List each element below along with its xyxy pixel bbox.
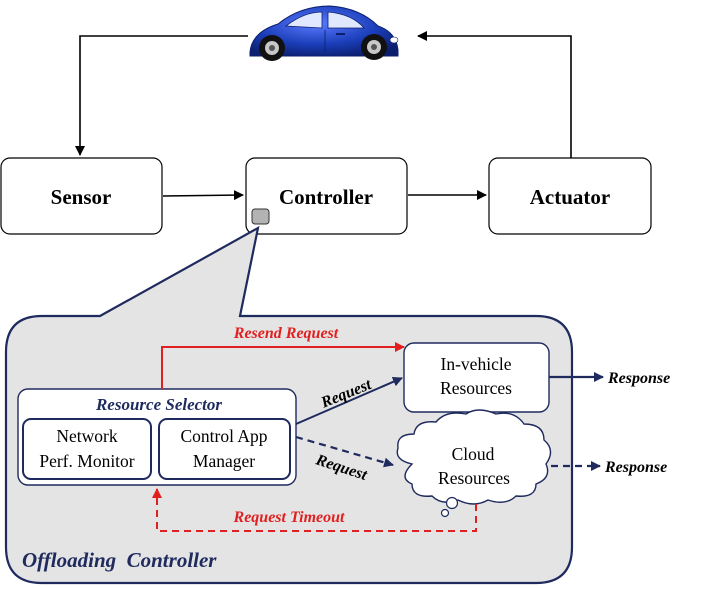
sensor-to-controller-arrow [162, 190, 244, 201]
network-monitor-label-line2: Perf. Monitor [39, 451, 134, 471]
actuator-label: Actuator [530, 185, 610, 209]
cloud-bubble-icon [445, 496, 459, 510]
response-lower-label: Response [604, 459, 667, 476]
resend-request-arrow [161, 342, 405, 389]
network-monitor-label-line1: Network [56, 426, 117, 446]
network-monitor-box: Network Perf. Monitor [22, 418, 152, 480]
cloud-bubble-small-icon [440, 508, 450, 518]
offloader-chip-icon [251, 208, 270, 225]
cloud-label-line2: Resources [438, 468, 510, 488]
control-app-label-line2: Manager [193, 451, 255, 471]
control-app-manager-box: Control App Manager [158, 418, 291, 480]
resource-selector-title: Resource Selector [95, 395, 222, 414]
resource-selector-box: Resource Selector Network Perf. Monitor … [17, 388, 297, 486]
actuator-to-car-arrow [417, 31, 572, 158]
sensor-box: Sensor [0, 157, 163, 235]
car-icon [249, 5, 399, 61]
request-timeout-arrow [152, 488, 477, 532]
request-to-cloud-arrow [295, 435, 394, 468]
request-to-in-vehicle-arrow [295, 376, 403, 425]
cloud-resources: Cloud Resources [396, 409, 552, 518]
in-vehicle-label-line1: In-vehicle [441, 354, 512, 374]
controller-box: Controller [245, 157, 408, 235]
car-to-sensor-arrow [75, 35, 248, 156]
request-timeout-label: Request Timeout [233, 509, 346, 526]
control-app-label-line1: Control App [180, 426, 267, 446]
actuator-box: Actuator [488, 157, 652, 235]
controller-label: Controller [279, 185, 373, 209]
sensor-label: Sensor [51, 185, 112, 209]
in-vehicle-label-line2: Resources [440, 378, 512, 398]
offloading-controller-title: Offloading Controller [22, 548, 217, 572]
cloud-label-line1: Cloud [452, 444, 495, 464]
response-upper-label: Response [607, 370, 670, 387]
resend-request-label: Resend Request [233, 325, 339, 342]
in-vehicle-resources-box: In-vehicle Resources [403, 342, 550, 413]
